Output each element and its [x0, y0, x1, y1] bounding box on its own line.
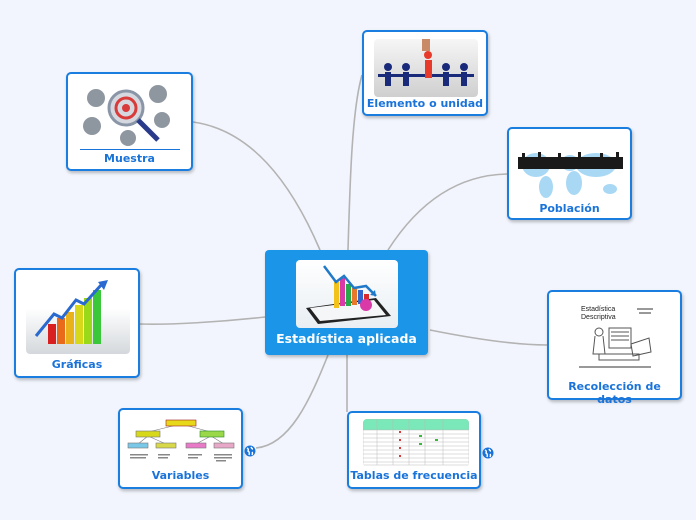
crowd-world-map-image [518, 143, 623, 199]
topic-label: Muestra [104, 152, 155, 165]
central-image [296, 260, 398, 328]
bar-chart-image [26, 278, 130, 354]
topic-label: Variables [151, 469, 210, 482]
topic-label: Población [539, 202, 600, 215]
topic-muestra[interactable]: Muestra [66, 72, 193, 171]
document-image: Estadística Descriptiva [559, 298, 671, 372]
people-chain-image [374, 39, 478, 97]
connector-elemento [347, 74, 363, 251]
topic-label: Elemento o unidad [366, 97, 484, 110]
frequency-table-image [363, 419, 469, 467]
topic-graficas[interactable]: Gráficas [14, 268, 140, 378]
central-topic-label: Estadística aplicada [276, 331, 417, 346]
topic-tablas-de-frecuencia[interactable]: Tablas de frecuencia [347, 411, 481, 489]
globe-icon[interactable] [482, 444, 494, 459]
variables-diagram-image [126, 416, 236, 466]
divider [80, 149, 180, 150]
topic-poblacion[interactable]: Población [507, 127, 632, 220]
topic-label: Recolección de datos [568, 380, 661, 406]
topic-variables[interactable]: Variables [118, 408, 243, 489]
connector-poblacion [387, 173, 508, 251]
magnifier-crowd-image [78, 80, 182, 146]
connector-graficas [139, 316, 266, 325]
topic-label: Tablas de frecuencia [350, 469, 478, 482]
doc-title: Estadística Descriptiva [581, 306, 616, 321]
connector-muestra [192, 121, 321, 251]
connector-recoleccion [429, 329, 548, 346]
topic-elemento-o-unidad[interactable]: Elemento o unidad [362, 30, 488, 116]
globe-icon[interactable] [244, 442, 256, 457]
central-topic[interactable]: Estadística aplicada [265, 250, 428, 355]
topic-label: Gráficas [51, 358, 103, 371]
connector-variables [255, 354, 329, 449]
topic-recoleccion-de-datos[interactable]: Estadística Descriptiva Recolección de d… [547, 290, 682, 406]
